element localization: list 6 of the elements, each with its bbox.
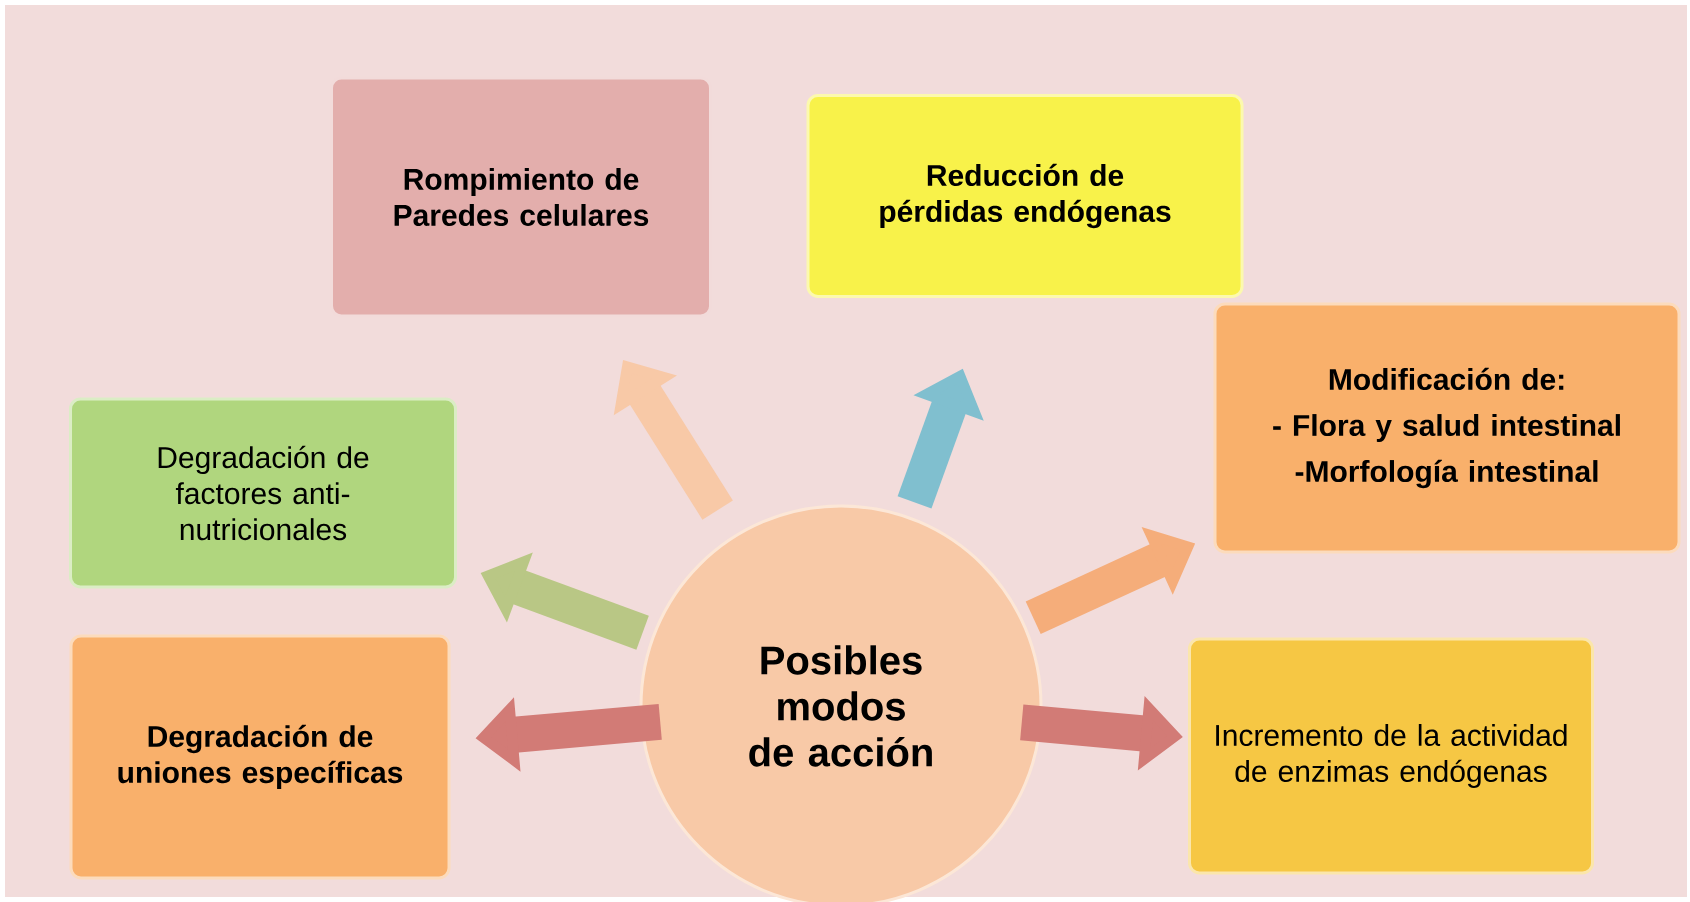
text-box: Reducción de pérdidas endógenas <box>806 94 1244 298</box>
text-box: Degradación de uniones específicas <box>69 634 451 880</box>
text-box: Modificación de: - Flora y salud intestinal -Morfología intestinal <box>1213 302 1681 554</box>
text-box: Degradación de factores anti-nutricionales <box>69 397 457 589</box>
text-box: Incremento de la actividad de enzimas endógenas <box>1188 637 1594 875</box>
text-box: Rompimiento de Paredes celulares <box>330 76 712 318</box>
